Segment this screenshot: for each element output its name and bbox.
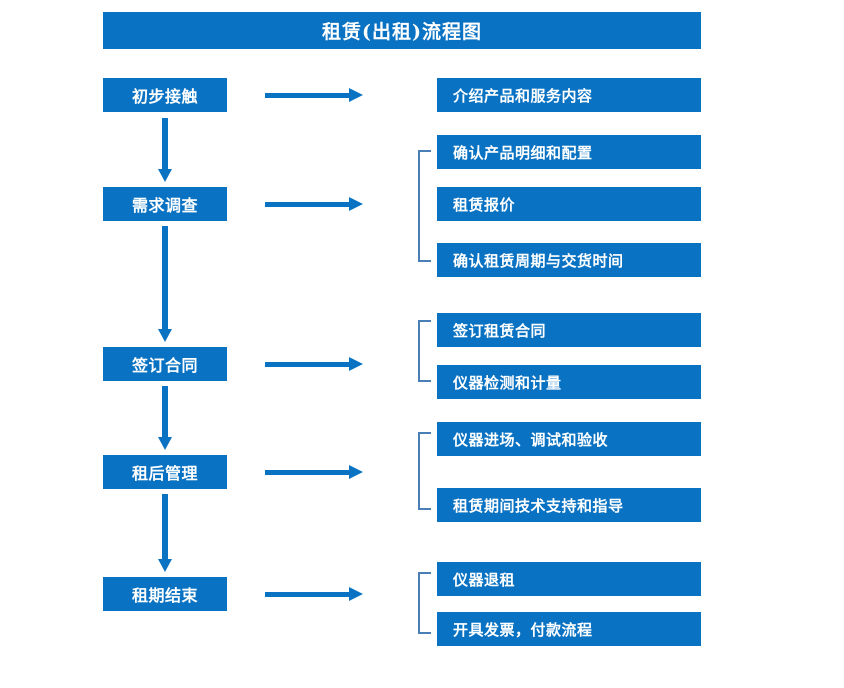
stage-box-post-lease-mgmt[interactable]: 租后管理 <box>103 455 227 489</box>
arrow-stage-3-to-detail <box>265 356 365 372</box>
page-title: 租赁(出租)流程图 <box>103 12 701 49</box>
bracket-group-contract <box>418 320 431 382</box>
arrow-stage-4-to-stage-5 <box>157 494 173 572</box>
detail-box-invoice-payment[interactable]: 开具发票，付款流程 <box>437 612 701 646</box>
arrow-stage-5-to-detail <box>265 586 365 602</box>
bracket-group-demand <box>418 150 431 262</box>
detail-box-confirm-spec[interactable]: 确认产品明细和配置 <box>437 135 701 169</box>
arrow-stage-3-to-stage-4 <box>157 386 173 450</box>
bracket-group-endlease <box>418 572 431 634</box>
arrow-stage-2-to-stage-3 <box>157 226 173 342</box>
stage-box-demand-survey[interactable]: 需求调查 <box>103 187 227 221</box>
detail-box-instrument-arrival[interactable]: 仪器进场、调试和验收 <box>437 422 701 456</box>
detail-box-lease-quote[interactable]: 租赁报价 <box>437 187 701 221</box>
detail-box-instrument-return[interactable]: 仪器退租 <box>437 562 701 596</box>
detail-box-instrument-test[interactable]: 仪器检测和计量 <box>437 365 701 399</box>
bracket-group-management <box>418 432 431 510</box>
detail-box-sign-lease-contract[interactable]: 签订租赁合同 <box>437 313 701 347</box>
detail-box-technical-support[interactable]: 租赁期间技术支持和指导 <box>437 488 701 522</box>
detail-box-confirm-period[interactable]: 确认租赁周期与交货时间 <box>437 243 701 277</box>
arrow-stage-2-to-detail <box>265 196 365 212</box>
arrow-stage-4-to-detail <box>265 464 365 480</box>
stage-box-lease-end[interactable]: 租期结束 <box>103 577 227 611</box>
stage-box-initial-contact[interactable]: 初步接触 <box>103 78 227 112</box>
detail-box-introduce-products[interactable]: 介绍产品和服务内容 <box>437 78 701 112</box>
stage-box-sign-contract[interactable]: 签订合同 <box>103 347 227 381</box>
arrow-stage-1-to-detail <box>265 87 365 103</box>
arrow-stage-1-to-stage-2 <box>157 118 173 182</box>
